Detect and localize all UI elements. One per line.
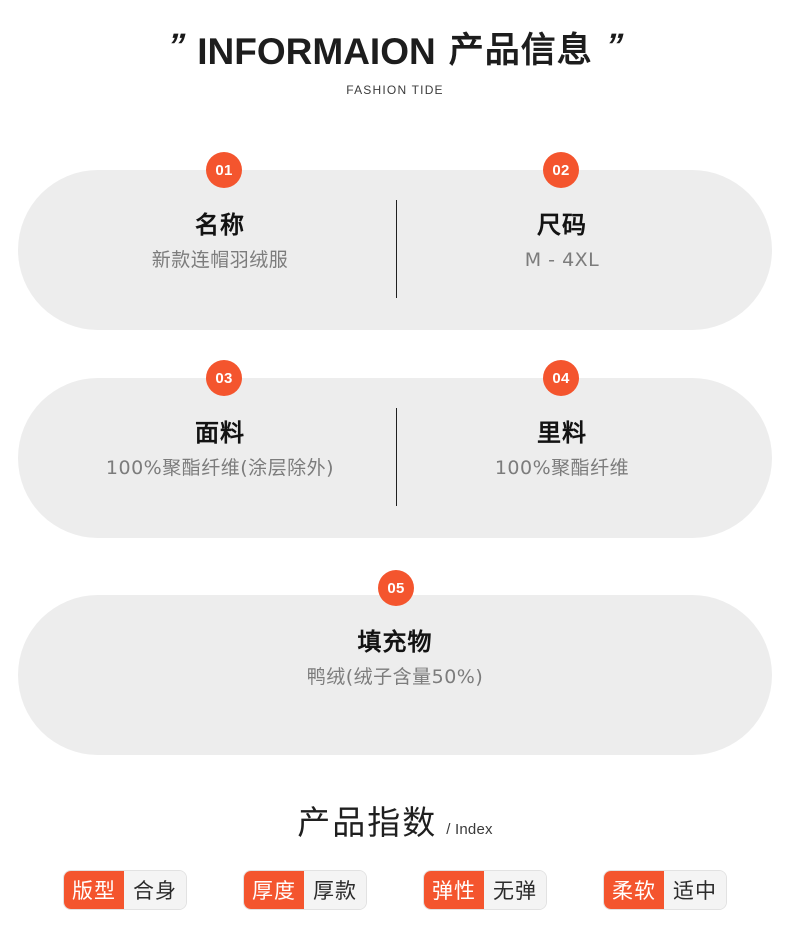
step-badge-05: 05: [378, 570, 414, 606]
index-title-english: / Index: [446, 821, 493, 838]
title-chinese: 产品信息: [448, 31, 593, 71]
tag-key: 弹性: [424, 871, 484, 909]
info-label: 尺码: [537, 211, 587, 239]
close-quote-icon: ”: [600, 26, 627, 65]
page-header: ” INFORMAION 产品信息 ” FASHION TIDE: [0, 0, 790, 98]
page-title: ” INFORMAION 产品信息 ”: [0, 27, 790, 72]
tag-key: 厚度: [244, 871, 304, 909]
info-panel-row-3: [18, 595, 772, 755]
info-value: 100%聚酯纤维: [494, 457, 630, 480]
info-value: 100%聚酯纤维(涂层除外): [105, 457, 335, 480]
column-divider: [396, 200, 397, 298]
tag-value: 无弹: [484, 871, 546, 909]
tag-value: 合身: [124, 871, 186, 909]
column-divider: [396, 408, 397, 506]
info-cell-name: 名称 新款连帽羽绒服: [45, 212, 395, 272]
info-label: 名称: [195, 211, 245, 239]
index-tag-fit: 版型 合身: [64, 871, 186, 909]
step-badge-04: 04: [543, 360, 579, 396]
page-subtitle: FASHION TIDE: [346, 83, 444, 97]
title-english: INFORMAION: [197, 31, 436, 72]
tag-key: 版型: [64, 871, 124, 909]
step-badge-02: 02: [543, 152, 579, 188]
step-badge-01: 01: [206, 152, 242, 188]
tag-value: 厚款: [304, 871, 366, 909]
info-cell-shell-fabric: 面料 100%聚酯纤维(涂层除外): [45, 420, 395, 480]
info-label: 里料: [537, 419, 587, 447]
tag-key: 柔软: [604, 871, 664, 909]
index-title-chinese: 产品指数: [297, 803, 438, 842]
info-panel-row-2: [18, 378, 772, 538]
index-tag-softness: 柔软 适中: [604, 871, 726, 909]
info-value: M - 4XL: [524, 249, 600, 272]
index-heading: 产品指数 / Index: [0, 806, 790, 839]
info-value: 鸭绒(绒子含量50%): [306, 666, 484, 689]
info-label: 填充物: [357, 628, 433, 656]
index-tag-row: 版型 合身 厚度 厚款 弹性 无弹 柔软 适中: [0, 871, 790, 909]
step-badge-03: 03: [206, 360, 242, 396]
info-cell-filling: 填充物 鸭绒(绒子含量50%): [18, 629, 772, 689]
index-tag-thickness: 厚度 厚款: [244, 871, 366, 909]
info-panel-row-1: [18, 170, 772, 330]
info-value: 新款连帽羽绒服: [151, 249, 289, 272]
tag-value: 适中: [664, 871, 726, 909]
open-quote-icon: ”: [163, 26, 190, 65]
info-cell-size: 尺码 M - 4XL: [396, 212, 728, 272]
info-cell-lining: 里料 100%聚酯纤维: [396, 420, 728, 480]
info-label: 面料: [195, 419, 245, 447]
index-tag-elasticity: 弹性 无弹: [424, 871, 546, 909]
